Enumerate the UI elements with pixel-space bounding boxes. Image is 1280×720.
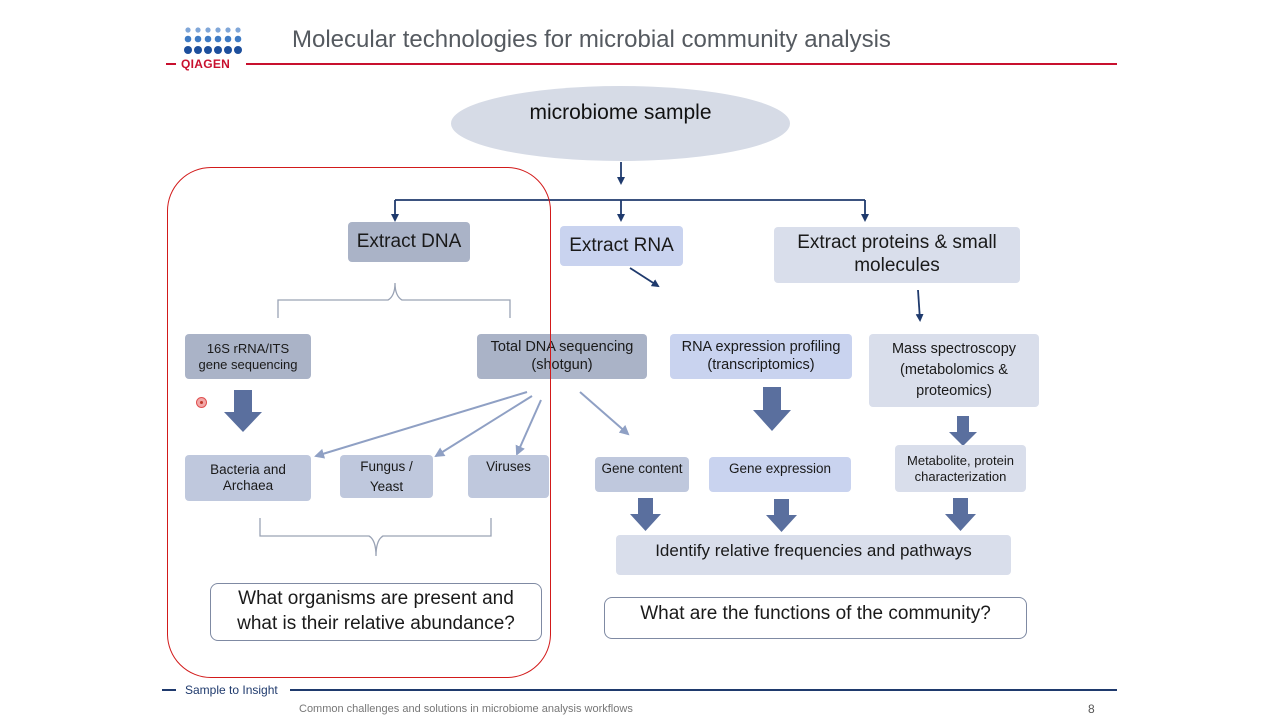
functions-question-box: What are the functions of the community? xyxy=(604,597,1027,639)
footer-tagline: Sample to Insight xyxy=(185,683,278,697)
identify-box: Identify relative frequencies and pathwa… xyxy=(616,535,1011,575)
extract-rna-box: Extract RNA xyxy=(560,226,683,266)
organisms-bracket xyxy=(259,518,492,557)
header-divider-left xyxy=(166,63,176,65)
header-divider xyxy=(246,63,1117,65)
footer-divider-left xyxy=(162,689,176,691)
gene-content-box: Gene content xyxy=(595,457,689,492)
connector-proteins-down xyxy=(915,289,924,322)
sample-label: microbiome sample xyxy=(529,101,712,124)
mass-spec-box: Mass spectroscopy (metabolomics & proteo… xyxy=(869,334,1039,407)
gene-expression-box: Gene expression xyxy=(709,457,851,492)
dna-highlight-outline xyxy=(167,167,551,678)
metabolite-box: Metabolite, protein characterization xyxy=(895,445,1026,492)
rrna-sequencing-box: 16S rRNA/ITS gene sequencing xyxy=(185,334,311,379)
extract-proteins-box: Extract proteins & small molecules xyxy=(774,227,1020,283)
shotgun-arrow-viruses xyxy=(515,399,542,456)
dna-bracket xyxy=(277,282,511,318)
fungus-box: Fungus / Yeast xyxy=(340,455,433,498)
total-dna-box: Total DNA sequencing (shotgun) xyxy=(477,334,647,379)
rna-profiling-box: RNA expression profiling (transcriptomic… xyxy=(670,334,852,379)
footer-subtitle: Common challenges and solutions in micro… xyxy=(299,703,633,715)
block-arrow-gene-expression xyxy=(766,499,797,532)
connector-rna-diagonal xyxy=(629,267,660,288)
shotgun-arrow-bacteria xyxy=(314,391,528,459)
pointer-cursor-icon xyxy=(196,397,207,408)
block-arrow-metabolite xyxy=(945,498,976,531)
organisms-question-box: What organisms are present and what is t… xyxy=(210,583,542,641)
page-number: 8 xyxy=(1088,702,1095,716)
block-arrow-gene-content xyxy=(630,498,661,531)
viruses-box: Viruses xyxy=(468,455,549,498)
shotgun-arrow-gene-content xyxy=(579,391,630,436)
block-arrow-rrna xyxy=(224,390,262,432)
bacteria-box: Bacteria and Archaea xyxy=(185,455,311,501)
shotgun-arrow-fungus xyxy=(434,395,533,458)
block-arrow-mass xyxy=(949,416,977,446)
slide-title: Molecular technologies for microbial com… xyxy=(292,26,891,53)
logo-wordmark: QIAGEN xyxy=(181,57,231,71)
sample-ellipse xyxy=(451,86,790,161)
block-arrow-rna xyxy=(753,387,791,431)
footer-divider xyxy=(290,689,1117,691)
qiagen-logo-icon xyxy=(184,27,242,54)
extract-dna-box: Extract DNA xyxy=(348,222,470,262)
